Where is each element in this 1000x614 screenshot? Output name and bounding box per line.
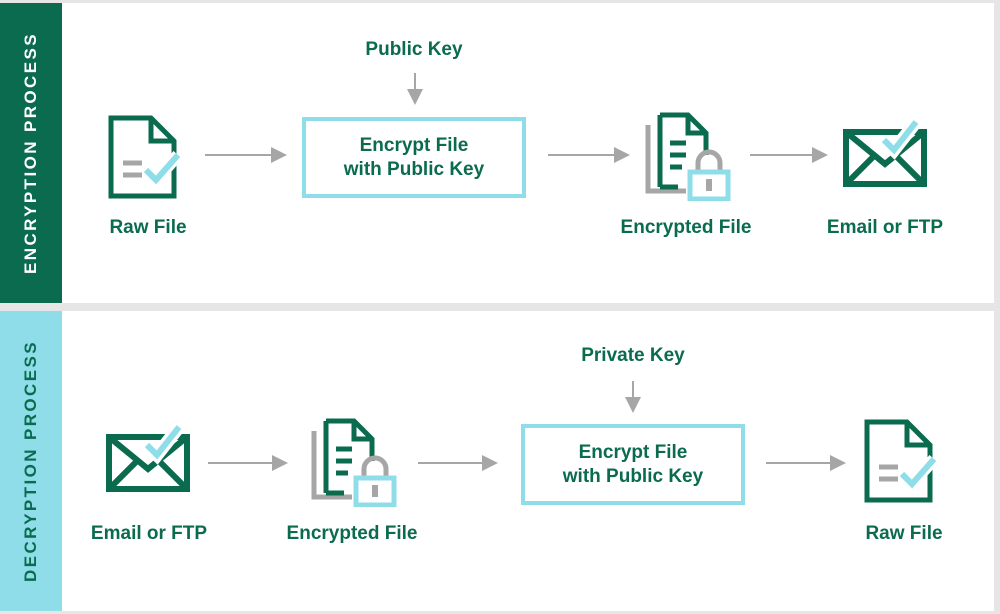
- arrow-down-icon: [625, 381, 641, 413]
- private-key-label: Private Key: [581, 345, 685, 366]
- raw-file-label: Raw File: [109, 217, 187, 238]
- encryption-panel: ENCRYPTION PROCESS Raw File Public Key E…: [0, 3, 994, 303]
- arrow-right-icon: [750, 147, 828, 163]
- encrypt-box-line1: Encrypt File: [359, 134, 469, 156]
- locked-document-icon: [311, 418, 397, 507]
- arrow-right-icon: [418, 455, 498, 471]
- envelope-check-icon: [106, 423, 190, 492]
- encryption-sidebar: ENCRYPTION PROCESS: [0, 3, 62, 303]
- arrow-right-icon: [548, 147, 630, 163]
- email-ftp-label: Email or FTP: [90, 523, 208, 544]
- decrypt-file-box: Encrypt File with Public Key: [521, 424, 745, 505]
- encrypted-file-label: Encrypted File: [286, 523, 418, 544]
- document-check-icon: [108, 115, 183, 199]
- encrypted-file-label: Encrypted File: [620, 217, 752, 238]
- decryption-sidebar: DECRYPTION PROCESS: [0, 311, 62, 611]
- decrypt-box-line1: Encrypt File: [578, 441, 688, 463]
- arrow-right-icon: [208, 455, 288, 471]
- document-check-icon: [864, 419, 939, 503]
- arrow-down-icon: [407, 73, 423, 105]
- public-key-label: Public Key: [365, 39, 463, 60]
- arrow-right-icon: [205, 147, 287, 163]
- decrypt-box-line2: with Public Key: [562, 465, 704, 487]
- decryption-panel: DECRYPTION PROCESS Email or FTP Encrypte…: [0, 311, 994, 611]
- locked-document-icon: [645, 112, 731, 201]
- envelope-check-icon: [843, 118, 927, 187]
- arrow-right-icon: [766, 455, 846, 471]
- decryption-process-label: DECRYPTION PROCESS: [21, 340, 40, 582]
- encrypt-box-line2: with Public Key: [343, 158, 485, 180]
- raw-file-label: Raw File: [865, 523, 943, 544]
- encrypt-file-box: Encrypt File with Public Key: [302, 117, 526, 198]
- email-ftp-label: Email or FTP: [826, 217, 944, 238]
- encryption-process-label: ENCRYPTION PROCESS: [21, 32, 40, 274]
